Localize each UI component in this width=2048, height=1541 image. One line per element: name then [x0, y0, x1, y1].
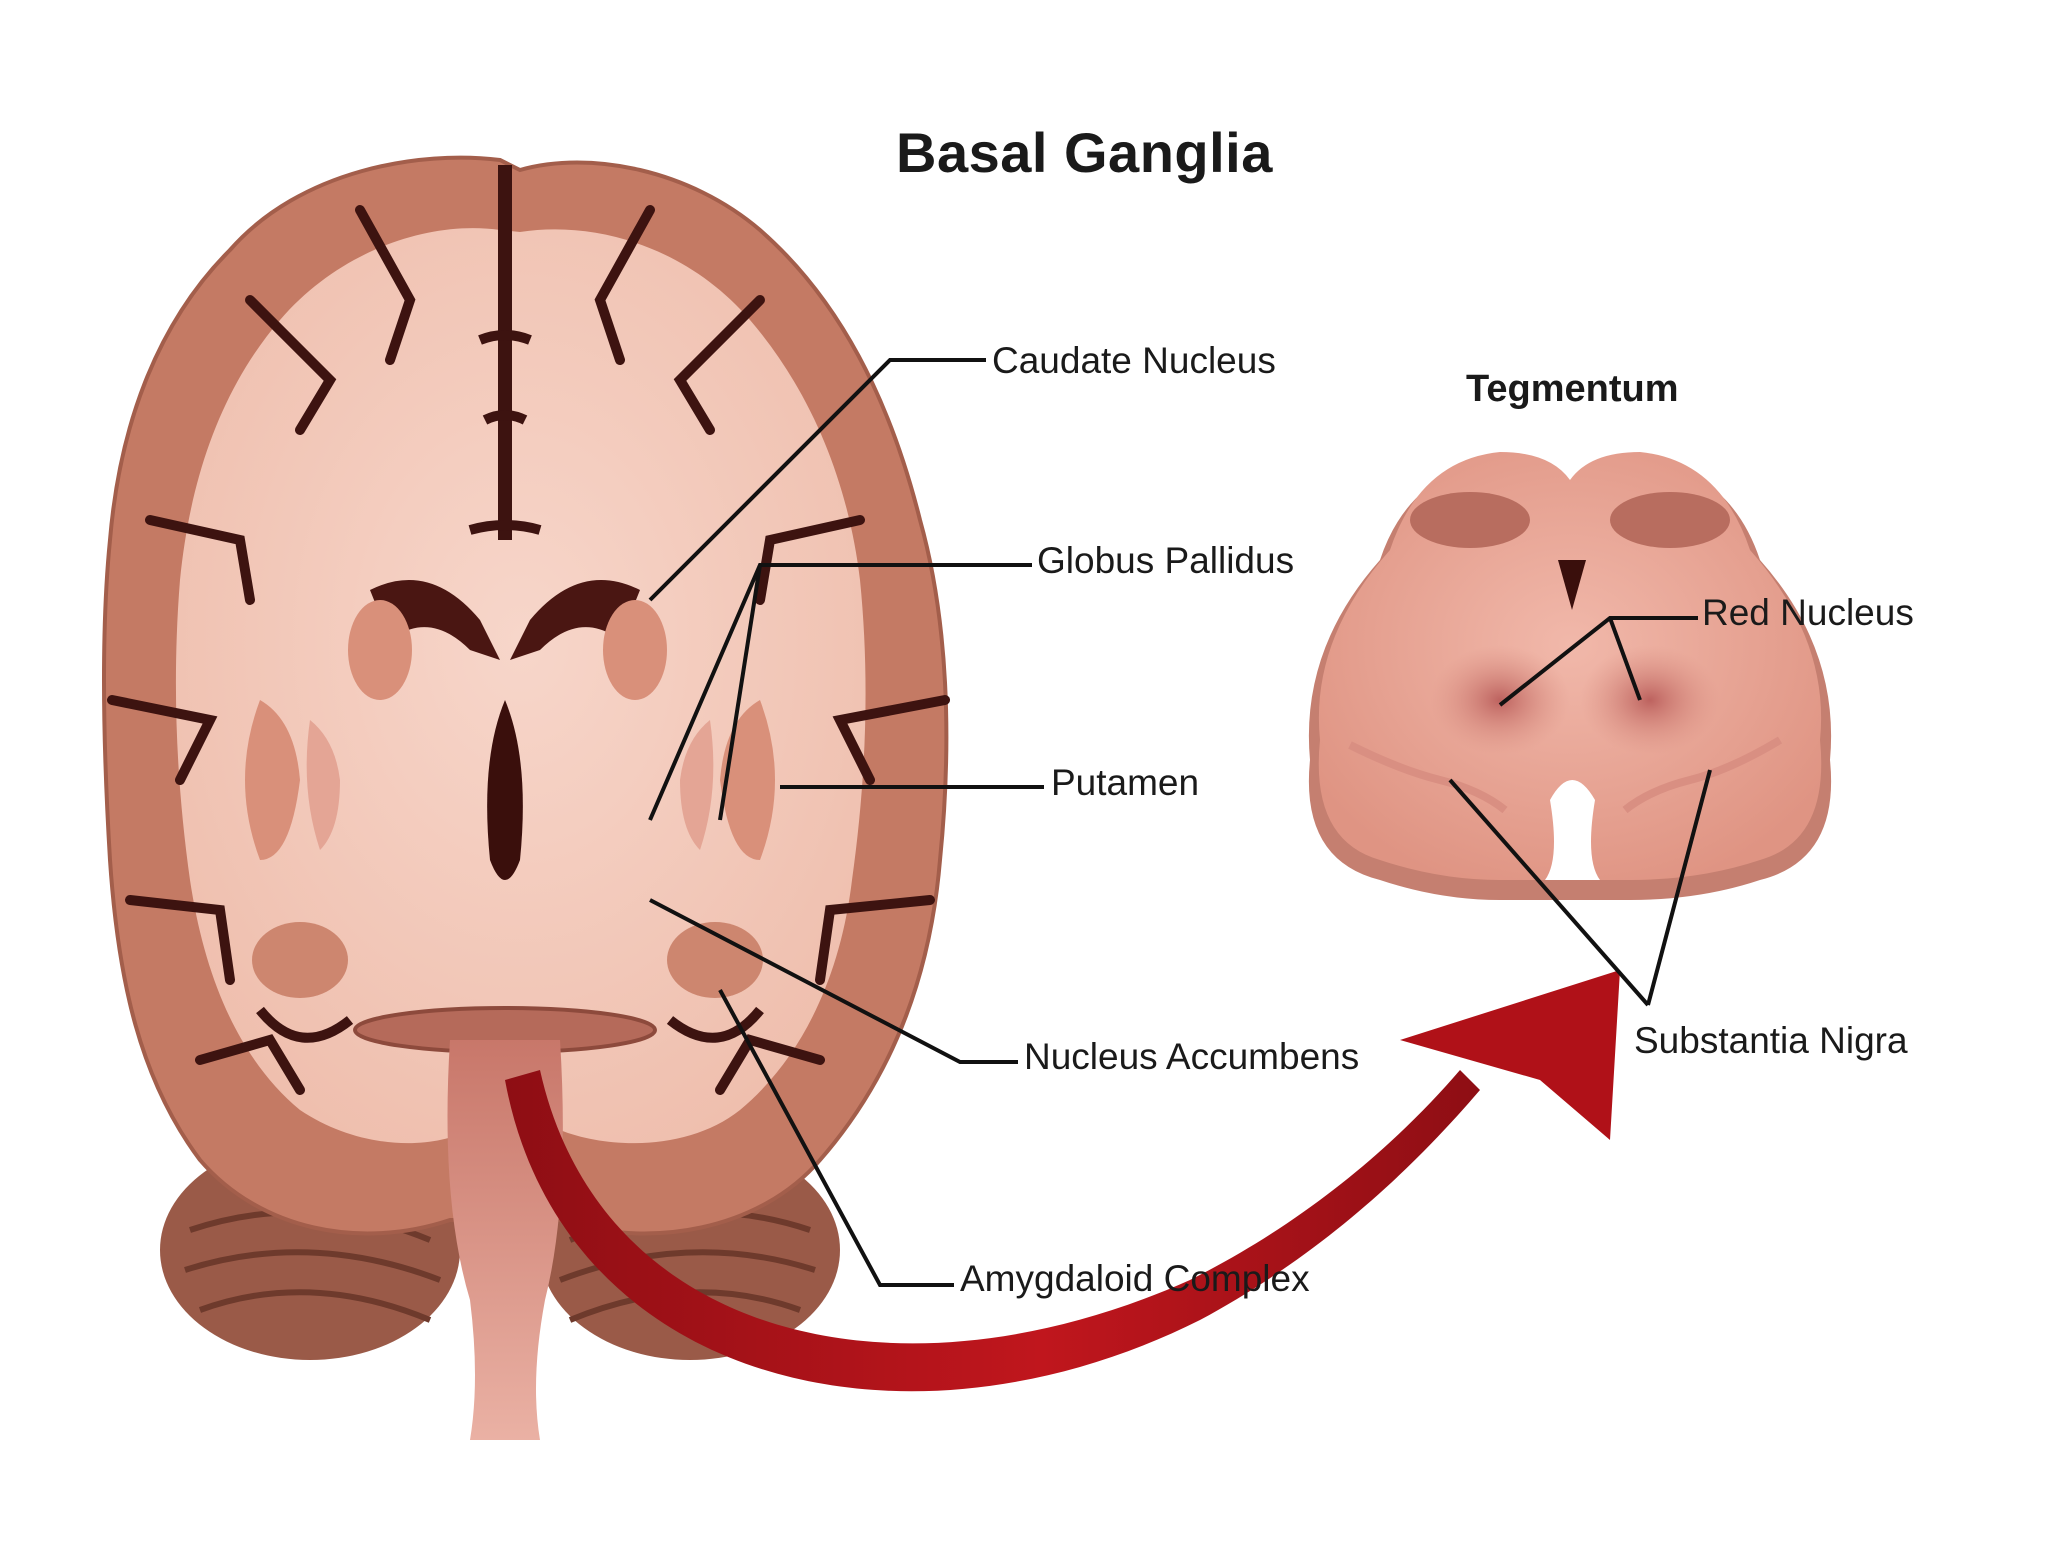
label-red-nucleus: Red Nucleus	[1702, 592, 1914, 634]
label-putamen: Putamen	[1051, 762, 1199, 804]
inset-title: Tegmentum	[1466, 368, 1679, 411]
label-substantia-nigra: Substantia Nigra	[1634, 1020, 1908, 1062]
label-nucleus-accumbens: Nucleus Accumbens	[1024, 1036, 1359, 1078]
label-globus-pallidus: Globus Pallidus	[1037, 540, 1294, 582]
label-amygdaloid-complex: Amygdaloid Complex	[960, 1258, 1310, 1300]
label-caudate-nucleus: Caudate Nucleus	[992, 340, 1276, 382]
diagram-title: Basal Ganglia	[896, 120, 1273, 185]
tegmentum-section	[1309, 452, 1831, 900]
